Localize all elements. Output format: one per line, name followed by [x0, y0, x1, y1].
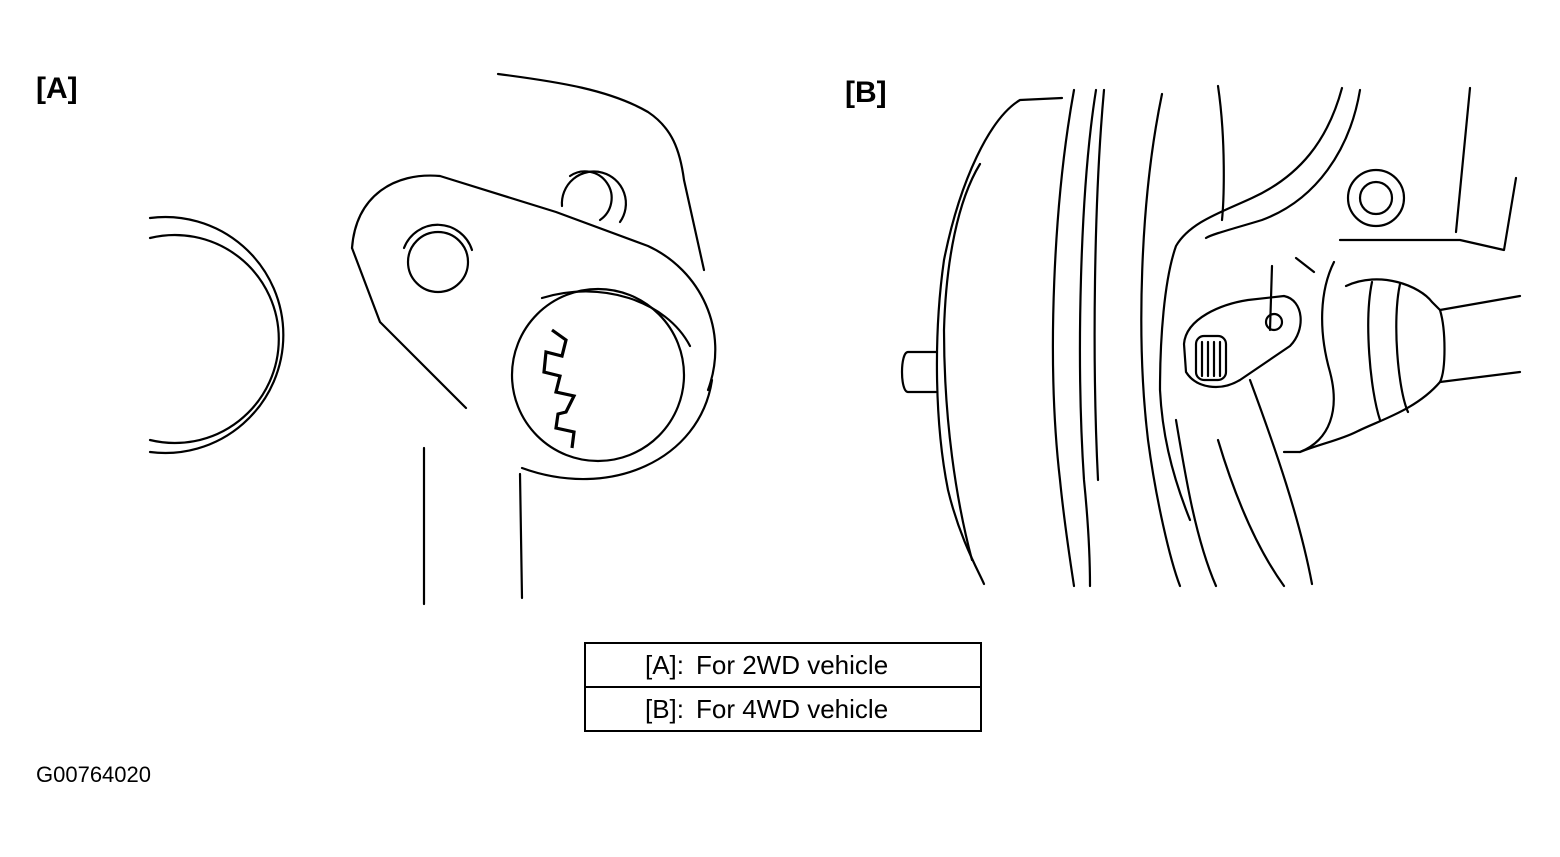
- sensor-mount-lines: [1268, 256, 1316, 332]
- knuckle-arm-inner: [1204, 88, 1362, 240]
- upper-arm-line: [1454, 86, 1472, 234]
- sensor-ring-outer: [520, 378, 714, 481]
- rotor-teeth: [542, 328, 577, 449]
- sensor-connector: [1194, 334, 1228, 382]
- boot-fold-1: [1367, 280, 1382, 422]
- panel-b-label: [B]: [845, 76, 887, 109]
- lower-line-2: [1248, 378, 1314, 586]
- sensor-ring: [510, 287, 686, 463]
- legend-key: [B]:: [584, 686, 696, 732]
- rotor-inner-edge: [942, 162, 982, 562]
- sensor-bracket-outline: [350, 174, 717, 392]
- legend-table: [A]: For 2WD vehicle [B]: For 4WD vehicl…: [584, 642, 982, 732]
- sensor-serrations: [1200, 340, 1222, 378]
- lower-line-3: [1174, 418, 1218, 588]
- panel-b-drawing: [900, 84, 1522, 588]
- hub-face-line-5: [1216, 84, 1225, 222]
- bracket-lower-edge: [350, 246, 468, 410]
- knuckle-arm-outer: [1158, 86, 1344, 522]
- top-hole-outer: [560, 170, 627, 224]
- boot-fold-2: [1395, 282, 1410, 414]
- sensor-bracket: [1182, 294, 1302, 388]
- axle-stub: [900, 350, 938, 394]
- top-hole-inner: [568, 170, 613, 222]
- hub-outer-arc: [148, 215, 285, 455]
- legend-text: For 4WD vehicle: [696, 686, 982, 732]
- legend-key: [A]:: [584, 642, 696, 688]
- hub-face-line-1: [1051, 88, 1076, 588]
- panel-a-label: [A]: [36, 72, 78, 105]
- bracket-bolt-hole: [406, 230, 470, 294]
- nut-inner: [1358, 180, 1394, 216]
- boot-left-edge: [1282, 260, 1336, 454]
- legend-row: [A]: For 2WD vehicle: [584, 642, 982, 688]
- panel-a-drawing: [148, 72, 717, 606]
- sensor-ring-upper: [540, 290, 692, 348]
- legend-row: [B]: For 4WD vehicle: [584, 686, 982, 732]
- legend-text: For 2WD vehicle: [696, 642, 982, 688]
- knuckle-outline: [496, 72, 706, 272]
- hub-face-line-2: [1078, 88, 1098, 588]
- nut-outer: [1346, 168, 1406, 228]
- stem-right-line: [518, 472, 524, 600]
- hub-face-line-3: [1093, 88, 1106, 482]
- figure-code: G00764020: [36, 762, 151, 787]
- upper-arm-edge: [1338, 176, 1518, 252]
- sensor-bolt-hole: [1264, 312, 1284, 332]
- bracket-hole-shadow: [402, 223, 474, 252]
- hub-face-line-4: [1140, 92, 1182, 588]
- hub-inner-arc: [148, 233, 280, 445]
- lower-line-1: [1216, 438, 1286, 588]
- driveshaft: [1438, 294, 1522, 384]
- rotor-outer-edge: [935, 96, 1064, 586]
